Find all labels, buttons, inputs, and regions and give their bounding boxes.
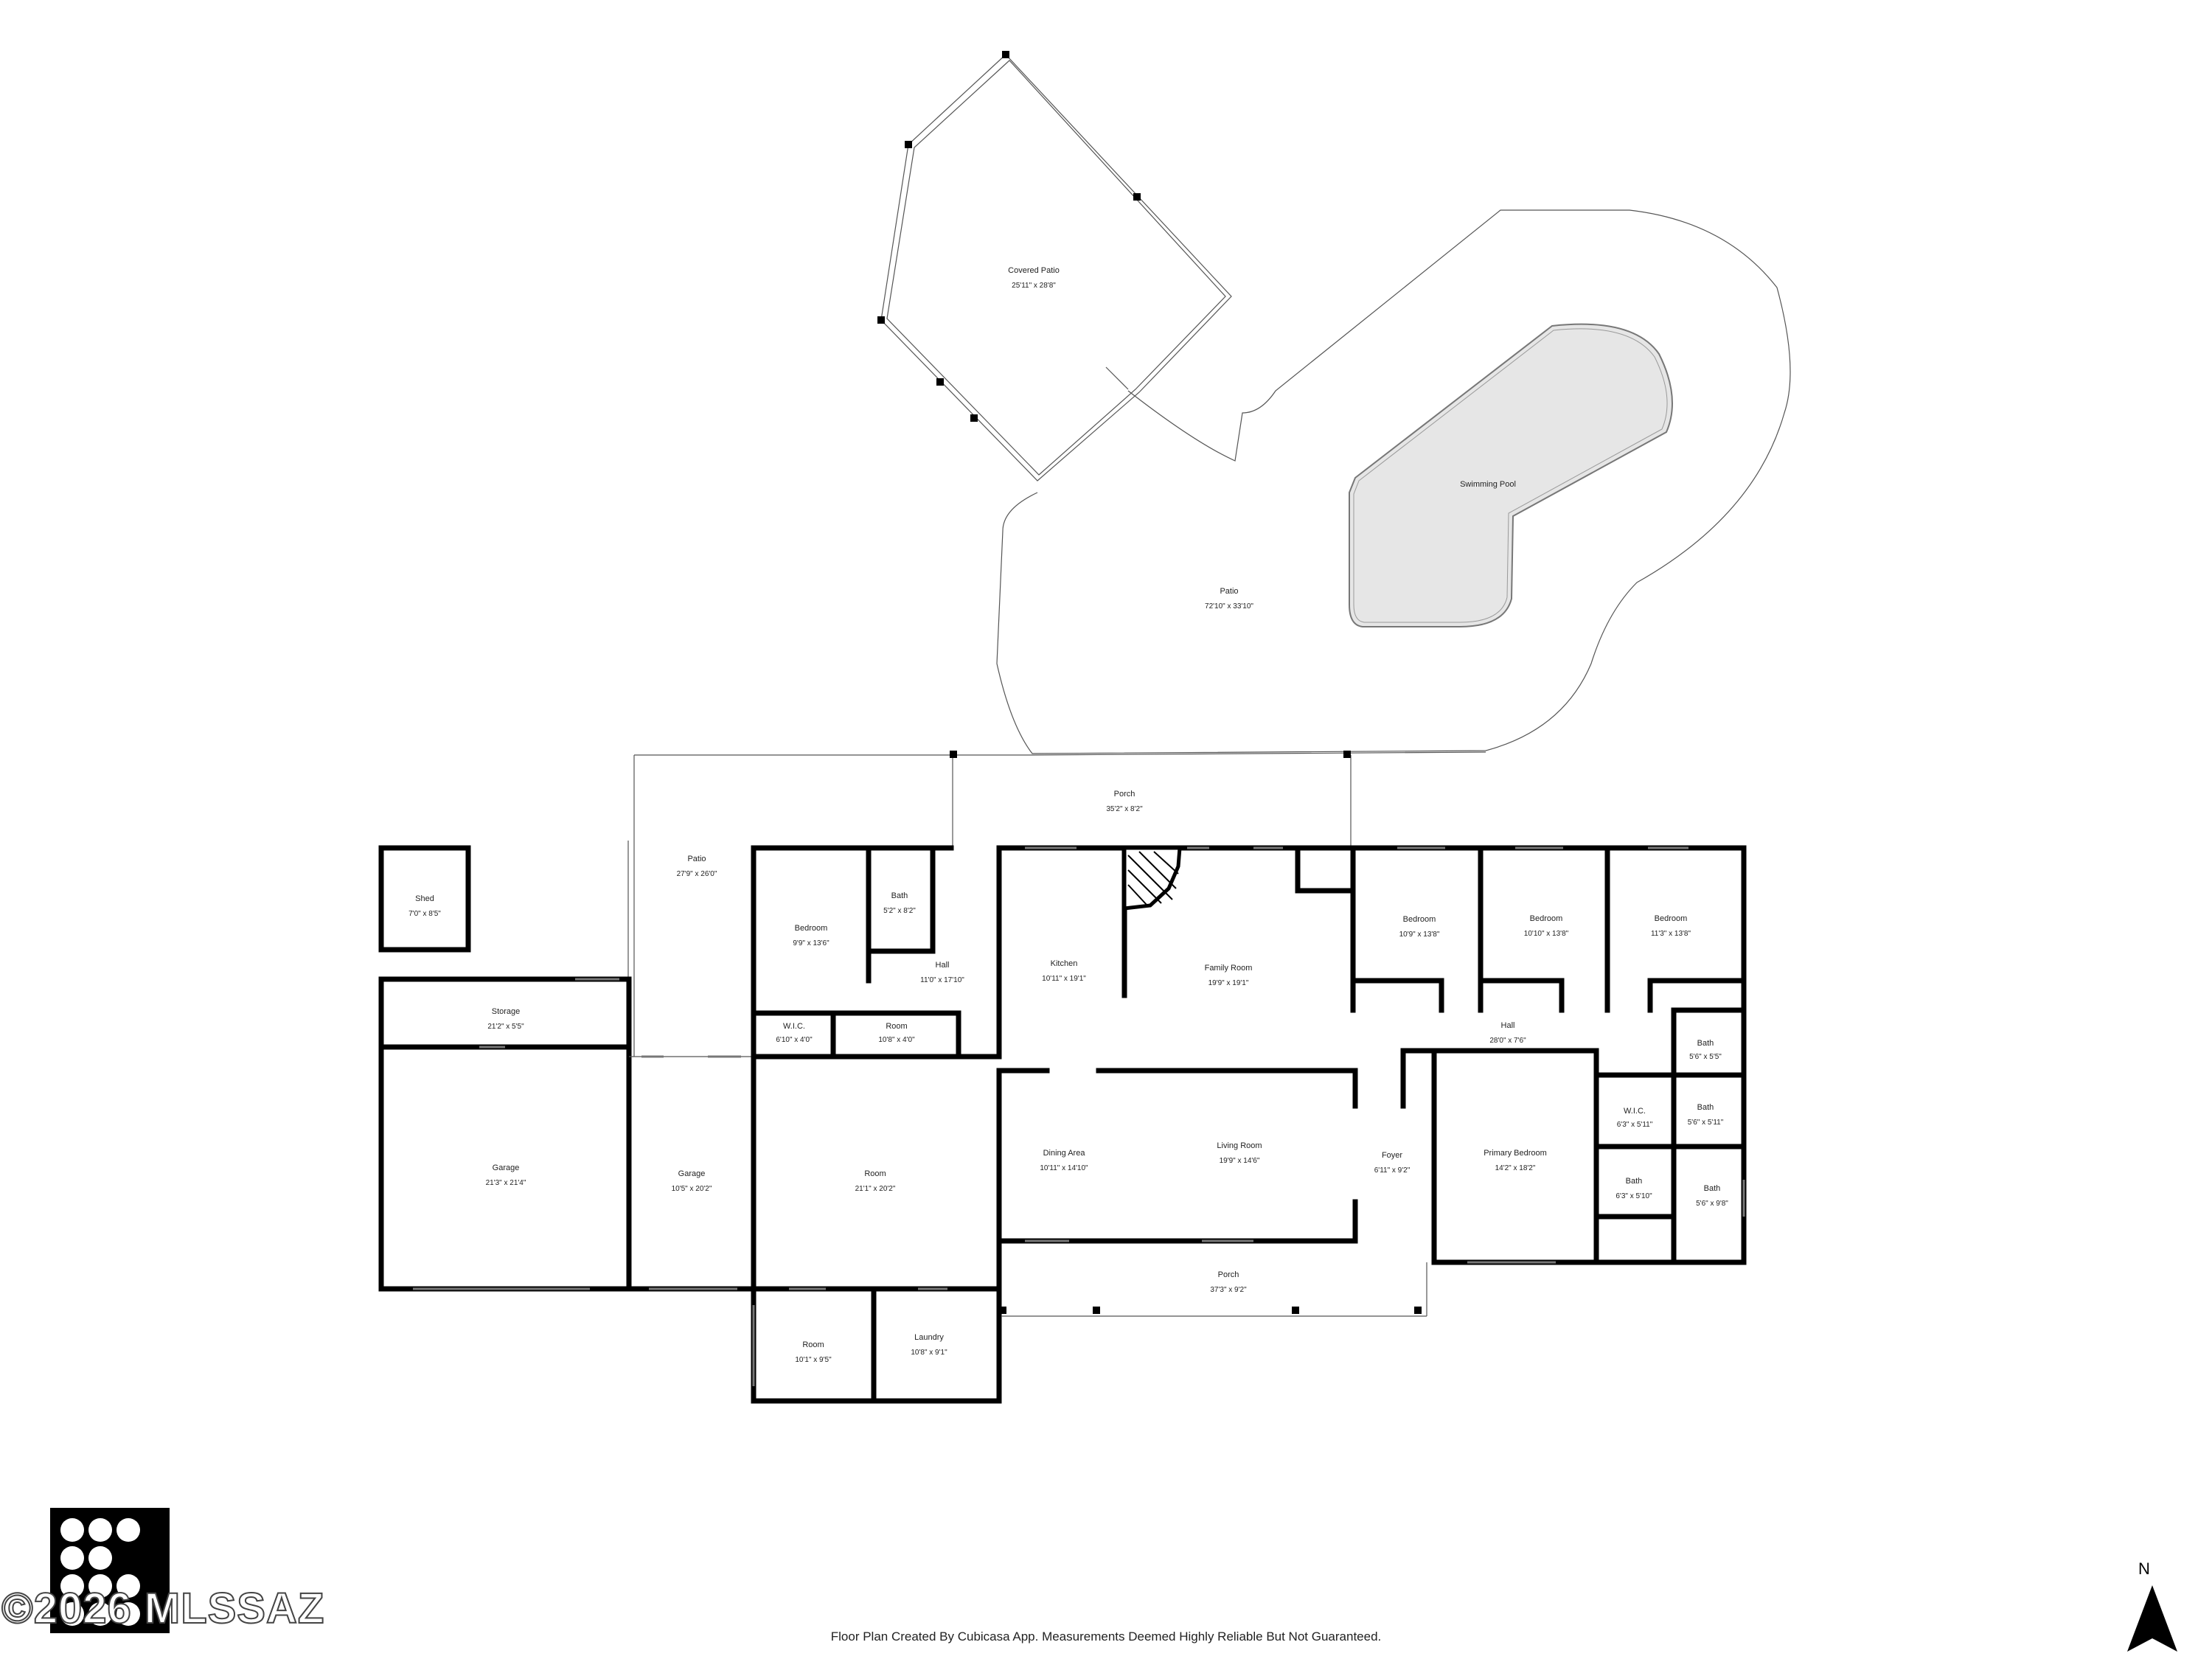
dims-room-front: 10'1" x 9'5" (795, 1356, 832, 1364)
label-bath-2: Bath (1697, 1039, 1714, 1048)
dims-patio-side: 27'9" x 26'0" (677, 870, 717, 878)
label-bath-5: Bath (1704, 1184, 1721, 1193)
dims-garage-small: 10'5" x 20'2" (672, 1185, 712, 1193)
label-laundry: Laundry (914, 1333, 944, 1342)
label-garage-small: Garage (678, 1169, 706, 1178)
label-hall-1: Hall (936, 961, 950, 970)
swimming-pool-shape (1349, 323, 1673, 627)
label-wic-2: W.I.C. (1624, 1107, 1646, 1116)
front-porch-outline (999, 1262, 1427, 1317)
label-bath-3: Bath (1697, 1103, 1714, 1112)
dims-porch-back: 35'2" x 8'2" (1106, 805, 1143, 813)
dims-hall-1: 11'0" x 17'10" (920, 976, 964, 984)
dims-bedroom-4: 11'3" x 13'8" (1651, 930, 1691, 938)
disclaimer-text: Floor Plan Created By Cubicasa App. Meas… (830, 1630, 1382, 1644)
label-bedroom-2: Bedroom (1403, 915, 1436, 924)
back-patio-outline (996, 209, 1791, 754)
label-porch-back: Porch (1114, 790, 1135, 799)
label-bath-4: Bath (1626, 1177, 1643, 1186)
dims-kitchen: 10'11" x 19'1" (1042, 975, 1086, 983)
label-primary-bedroom: Primary Bedroom (1484, 1149, 1547, 1158)
label-room-large: Room (864, 1169, 886, 1178)
dims-laundry: 10'8" x 9'1" (911, 1349, 947, 1357)
dims-foyer: 6'11" x 9'2" (1374, 1166, 1411, 1175)
dims-wic-1: 6'10" x 4'0" (776, 1036, 813, 1044)
label-bedroom-4: Bedroom (1655, 914, 1688, 923)
label-storage: Storage (492, 1007, 521, 1016)
label-patio-back: Patio (1220, 587, 1238, 596)
label-shed: Shed (415, 894, 434, 903)
back-porch-outline (634, 751, 1486, 848)
label-room-front: Room (802, 1340, 824, 1349)
dims-bedroom-2: 10'9" x 13'8" (1399, 931, 1440, 939)
label-porch-front: Porch (1218, 1270, 1239, 1279)
label-family-room: Family Room (1205, 964, 1253, 973)
shed-walls (378, 845, 471, 953)
label-room-small: Room (886, 1022, 907, 1031)
dims-primary-bedroom: 14'2" x 18'2" (1495, 1164, 1536, 1172)
label-living-room: Living Room (1217, 1141, 1262, 1150)
north-arrow-icon (2127, 1585, 2177, 1652)
garage-walls (378, 976, 755, 1292)
label-swimming-pool: Swimming Pool (1460, 480, 1516, 489)
watermark-text: ©2026 MLSSAZ (1, 1584, 325, 1633)
dims-family-room: 19'9" x 19'1" (1208, 979, 1249, 987)
dims-hall-2: 28'0" x 7'6" (1489, 1037, 1526, 1045)
dims-room-large: 21'1" x 20'2" (855, 1185, 896, 1193)
compass-label: N (2138, 1559, 2150, 1578)
dims-shed: 7'0" x 8'5" (408, 910, 441, 918)
dims-covered-patio: 25'11" x 28'8" (1012, 282, 1056, 290)
label-bedroom-3: Bedroom (1530, 914, 1563, 923)
dims-bath-1: 5'2" x 8'2" (883, 907, 916, 915)
dims-dining-area: 10'11" x 14'10" (1040, 1164, 1088, 1172)
dims-bath-5: 5'6" x 9'8" (1696, 1200, 1728, 1208)
dims-storage: 21'2" x 5'5" (487, 1023, 524, 1031)
label-garage-main: Garage (493, 1164, 520, 1172)
label-patio-side: Patio (687, 855, 706, 863)
dims-room-small: 10'8" x 4'0" (878, 1036, 915, 1044)
label-wic-1: W.I.C. (783, 1022, 805, 1031)
label-covered-patio: Covered Patio (1008, 266, 1060, 275)
label-bedroom-1: Bedroom (795, 924, 828, 933)
mls-logo (50, 1508, 170, 1633)
dims-living-room: 19'9" x 14'6" (1220, 1157, 1260, 1165)
room-labels: Covered Patio 25'11" x 28'8" Swimming Po… (408, 266, 1728, 1364)
dims-bath-3: 5'6" x 5'11" (1688, 1119, 1724, 1127)
label-bath-1: Bath (891, 891, 908, 900)
dims-porch-front: 37'3" x 9'2" (1210, 1286, 1247, 1294)
dims-bedroom-3: 10'10" x 13'8" (1524, 930, 1569, 938)
label-hall-2: Hall (1501, 1021, 1515, 1030)
dims-wic-2: 6'3" x 5'11" (1617, 1121, 1653, 1129)
house-walls (751, 845, 1747, 1404)
dims-bath-2: 5'6" x 5'5" (1689, 1053, 1722, 1061)
dims-garage-main: 21'3" x 21'4" (486, 1179, 526, 1187)
dims-patio-back: 72'10" x 33'10" (1205, 602, 1253, 611)
dims-bedroom-1: 9'9" x 13'6" (793, 939, 830, 947)
covered-patio-outline (877, 51, 1232, 481)
label-kitchen: Kitchen (1051, 959, 1078, 968)
label-dining-area: Dining Area (1043, 1149, 1086, 1158)
label-foyer: Foyer (1382, 1151, 1402, 1160)
dims-bath-4: 6'3" x 5'10" (1615, 1192, 1652, 1200)
